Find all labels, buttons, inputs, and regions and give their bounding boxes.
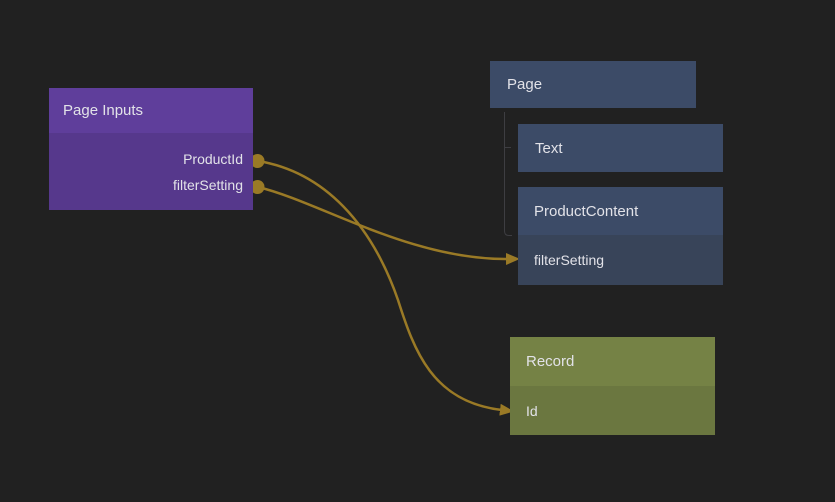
output-port-filtersetting-dot[interactable]	[250, 180, 265, 194]
tree-connector-page-children	[504, 112, 512, 236]
node-text-header[interactable]: Text	[518, 124, 723, 172]
node-page-title: Page	[507, 76, 543, 93]
wire-filtersetting-to-productcontent-filtersetting[interactable]	[257, 185, 520, 266]
field-row-filtersetting[interactable]: filterSetting	[518, 235, 723, 285]
node-text-title: Text	[535, 139, 563, 157]
node-record-header[interactable]: Record	[510, 337, 715, 386]
node-product-content-header[interactable]: ProductContent	[518, 187, 723, 235]
node-page-inputs[interactable]: Page Inputs ProductId filterSetting	[49, 88, 253, 210]
node-text[interactable]: Text	[518, 124, 723, 172]
output-label-productid: ProductId	[183, 151, 243, 167]
output-label-filtersetting: filterSetting	[172, 177, 243, 193]
node-page-header[interactable]: Page	[490, 61, 696, 108]
node-record-title: Record	[526, 353, 575, 370]
output-row-productid[interactable]: ProductId	[49, 146, 253, 172]
wire-productid-to-record-id[interactable]	[257, 159, 514, 416]
node-page[interactable]: Page	[490, 61, 696, 108]
node-page-inputs-header[interactable]: Page Inputs	[49, 88, 253, 133]
node-page-inputs-body: ProductId filterSetting	[49, 133, 253, 210]
field-label-filtersetting: filterSetting	[534, 252, 605, 268]
node-page-inputs-title: Page Inputs	[63, 102, 144, 119]
node-record[interactable]: Record Id	[510, 337, 715, 435]
field-label-id: Id	[526, 402, 538, 419]
node-product-content-title: ProductContent	[534, 202, 639, 220]
output-port-productid-dot[interactable]	[250, 154, 265, 168]
node-product-content[interactable]: ProductContent filterSetting	[518, 187, 723, 285]
field-row-id[interactable]: Id	[510, 386, 715, 435]
output-row-filtersetting[interactable]: filterSetting	[49, 172, 253, 198]
